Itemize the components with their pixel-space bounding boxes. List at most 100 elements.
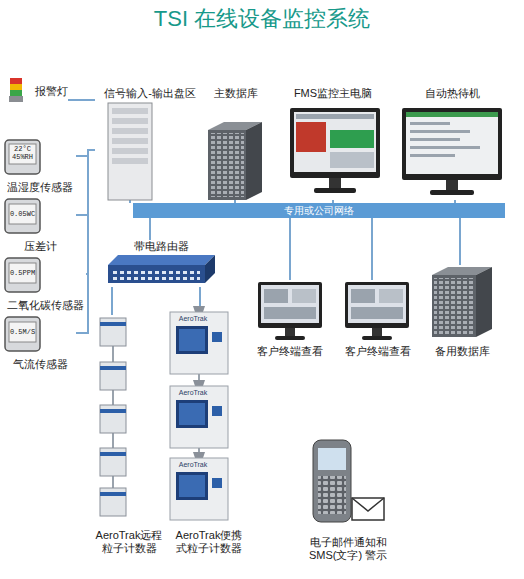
sensor-body [5,140,40,174]
remote-counters [100,318,126,516]
sensor-reading: 22°C [9,145,36,153]
sensor-body [5,199,40,233]
phone-keypad [318,476,346,514]
client-monitor [345,282,409,340]
sensor-reading: 0.5PPM [9,269,36,277]
screen-block [296,122,326,152]
device-node: 备用数据库 [425,265,500,358]
node-caption: 客户终端查看 [345,345,411,358]
brand-label: AeroTrak [176,389,210,397]
server-front [432,275,476,337]
network-wire [76,150,95,215]
device-node: 二氧化碳传感器 [4,256,86,312]
phone-keys [318,476,346,514]
monitor-screen [406,112,498,174]
network-wire [149,218,151,240]
device-node: 主数据库 [200,87,272,200]
sensor-screen [9,204,36,224]
monitor-base [314,188,356,193]
sensor-reading: 0.05WC [9,210,36,218]
screen-block [330,130,374,148]
node-caption: FMS监控主电脑 [294,87,372,100]
counter-band [100,366,126,370]
device-node: 报警灯 [6,76,68,106]
node-caption: 备用数据库 [435,345,490,358]
server-icon [208,122,262,200]
envelope-body [352,498,384,520]
sensor-body [5,317,40,351]
io-cabinet [108,103,152,200]
monitor-icon [402,108,502,195]
counter-logo [212,478,222,488]
screen-bar [296,114,374,119]
router-front [108,265,205,283]
node-caption: 压差计 [24,240,57,253]
screen-line [410,130,470,133]
node-caption: 信号输入-输出盘区 [104,87,196,100]
server-front [208,130,246,200]
node-caption: 主数据库 [214,87,258,100]
counter-band [100,452,126,456]
counter-screen [176,326,208,354]
screen-block [264,289,288,303]
device-node: 电子邮件通知和 SMS(文字) 警示 [298,436,398,562]
rack-slot [112,158,148,164]
node-caption: 报警灯 [35,85,68,98]
monitor-base [362,336,392,340]
sensor-icon [5,140,40,174]
monitor-screen [348,285,406,323]
remote-counter [100,405,126,433]
screen-block [351,307,403,319]
rack-slot [112,138,148,144]
network-wire [459,218,461,265]
network-wire [199,287,201,306]
screen-line [410,154,455,157]
network-wire [68,99,95,101]
network-wire [371,218,373,280]
client-monitor [258,282,322,340]
counter-display [179,403,205,425]
portable-counter [170,458,228,520]
node-caption: 客户终端查看 [257,345,323,358]
node-caption: 气流传感器 [13,358,68,371]
network-wire [289,218,291,280]
counter-display [179,329,205,351]
counter-inlet [193,452,205,458]
sensor-body [5,258,40,292]
sensor-icon [5,317,40,351]
node-caption: 电子邮件通知和 SMS(文字) 警示 [305,536,391,562]
monitor-stand [329,178,341,188]
remote-counter [100,448,126,476]
monitor-base [275,336,305,340]
device-node: 客户终端查看 [338,280,418,358]
phone-screen [318,448,346,470]
band-label: 专用或公司网络 [284,204,354,217]
sensor-screen [9,322,36,342]
device-node: FMS监控主电脑 [283,87,383,200]
device-node: AeroTrak便携 式粒子计数器 [170,306,248,555]
envelope-icon [352,498,384,520]
counter-band [100,322,126,326]
server-icon [432,267,492,337]
portable-counter [170,386,228,448]
monitor-stand [285,328,295,336]
monitor-base [430,190,474,195]
screen-line [410,138,460,141]
monitor-stand [372,328,382,336]
phone-icon [313,440,351,522]
router-icon [108,255,215,283]
portable-counter [170,312,228,374]
monitor-frame [290,108,380,178]
counter-inlet [193,306,205,312]
rack-slot [112,108,148,114]
device-node: 带电路由器 [105,240,218,287]
router-top [108,255,215,265]
remote-counter [100,318,126,346]
monitor-screen [261,285,319,323]
cabinet-body [108,103,152,200]
network-wire [111,287,113,315]
server-grid [210,133,244,197]
node-caption: 温湿度传感器 [7,181,73,194]
